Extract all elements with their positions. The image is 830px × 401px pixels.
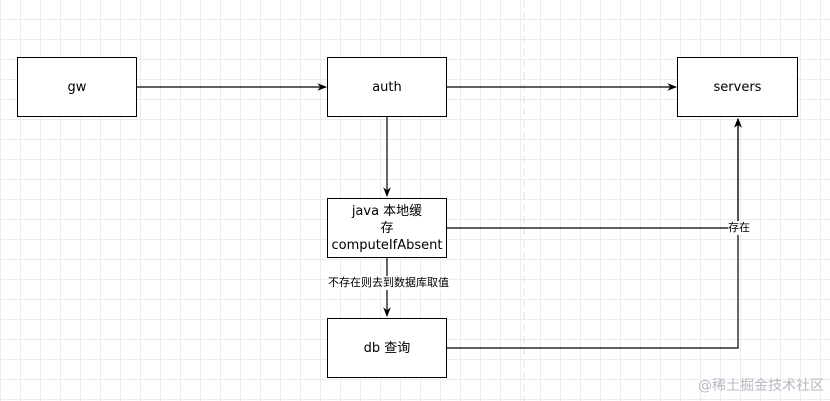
node-servers: servers xyxy=(677,57,798,117)
edge-label-exist: 存在 xyxy=(728,221,750,235)
edge-label-not-exist: 不存在则去到数据库取值 xyxy=(328,276,449,290)
node-gw: gw xyxy=(17,57,137,117)
node-db-query: db 查询 xyxy=(327,318,447,378)
edge-db-servers xyxy=(447,118,742,349)
watermark: @稀土掘金技术社区 xyxy=(698,378,824,394)
node-local-cache: java 本地缓 存 computeIfAbsent xyxy=(327,198,447,258)
edge-cache-servers xyxy=(447,118,742,229)
node-auth: auth xyxy=(327,57,447,117)
